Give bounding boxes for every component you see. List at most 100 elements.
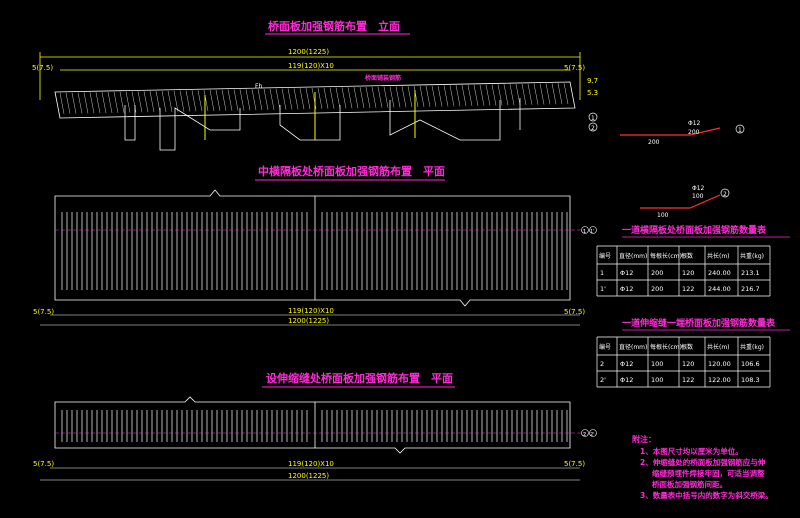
note-item-1: 1、本图尺寸均以厘米为单位。 [640,446,743,456]
hatch-line [437,85,443,107]
table-cell: Φ12 [620,376,633,384]
rebar-2-spec-length: 100 [692,193,704,200]
hatch-line [359,87,365,109]
table-header-cell: 编号 [599,252,611,260]
notes-block: 附注： 1、本图尺寸均以厘米为单位。 2、伸缩缝处的桥面板加强钢筋应与伸 缩缝预… [632,434,773,500]
hatch-line [521,83,527,105]
table-cell: 1 [600,269,604,277]
hatch-line [533,83,539,105]
hatch-line [503,84,509,106]
hatch-line [275,88,281,110]
hatch-line [491,84,497,106]
hatch-line [287,88,293,110]
table-header-cell: 共长(m) [707,343,730,351]
table-cell: 100 [651,376,663,384]
hatch-line [137,91,143,113]
table-header-cell: 共重(kg) [740,252,764,260]
hatch-line [305,88,311,110]
deck-hatch [59,83,569,114]
rebar-2-mark [720,188,730,198]
joint-plan-title: 设伸缩缝处桥面板加强钢筋布置 平面 [266,371,453,385]
table-cell: 213.1 [741,269,760,277]
hatch-line [335,87,341,109]
hatch-line [179,90,185,112]
note-item-2: 2、伸缩缝处的桥面板加强钢筋应与伸 [640,457,766,467]
hatch-line [251,89,257,111]
quantity-table-2: 一道伸缩缝一端桥面板加强钢筋数量表 编号直径(mm)每根长(cm)根数共长(m)… [596,317,790,388]
hatch-line [431,85,437,107]
hatch-line [461,85,467,107]
table-cell: 244.00 [708,285,731,293]
hatch-line [371,86,377,108]
joint-plan-mark-2-label: 2 [583,432,586,438]
table-1-title: 一道横隔板处桥面板加强钢筋数量表 [622,224,767,236]
dim-edge-left: 5(7.5) [32,64,53,72]
elevation-mark-2 [588,122,598,132]
rebar-detail-2: 100 Φ12 100 2 [640,185,730,219]
hatch-line [185,90,191,112]
hatch-line [425,85,431,107]
hatch-line [353,87,359,109]
hatch-line [473,84,479,106]
table-cell: 106.6 [741,360,760,368]
joint-plan-mark-2 [581,429,589,437]
hatch-line [467,84,473,107]
hatch-line [197,90,203,112]
hatch-line [65,92,71,114]
hatch-line [77,92,83,114]
table-cell: 108.3 [741,376,760,384]
table-cell: Φ12 [620,285,633,293]
mid-plan-title: 中横隔板处桥面板加强钢筋布置 平面 [258,164,445,178]
joint-plan-view: 2 2' 5(7.5) 5(7.5) 119(120)X10 1200(1225… [33,396,597,481]
mid-plan-mark-1 [581,226,589,234]
hatch-line [383,86,389,108]
hatch-line [347,87,353,109]
table-cell: 122.00 [708,376,731,384]
hatch-line [245,89,251,111]
table-header-cell: 直径(mm) [619,343,647,351]
hatch-line [479,84,485,106]
table-cell: 122 [682,285,694,293]
elevation-mark-2-label: 2 [591,125,595,132]
hatch-line [155,91,161,113]
hatch-line [101,92,107,114]
hatch-line [119,91,125,113]
hatch-line [143,91,149,113]
hatch-line [83,92,89,114]
side-dim-a: 9.7 [587,77,598,85]
mid-plan-mark-1p [589,226,597,234]
joint-plan-outline [54,396,571,454]
hatch-line [209,89,215,112]
quantity-table-1: 一道横隔板处桥面板加强钢筋数量表 编号直径(mm)每根长(cm)根数共长(m)共… [596,224,790,297]
hatch-line [173,90,179,112]
table-cell: 120 [682,360,694,368]
hatch-line [497,84,503,106]
hatch-line [125,91,131,113]
table-header-cell: 编号 [599,343,611,351]
table-cell: Φ12 [620,360,633,368]
table-cell: 240.00 [708,269,731,277]
elevation-title: 桥面板加强钢筋布置 立面 [268,19,400,33]
mid-plan-total: 1200(1225) [288,317,329,325]
hatch-line [221,89,227,111]
mid-plan-view: 1 1' 5(7.5) 5(7.5) 119(120)X10 1200(1225… [33,189,597,326]
joint-plan-spacing: 119(120)X10 [288,460,334,468]
mid-plan-mark-1p-label: 1' [590,229,595,235]
notes-title: 附注： [632,434,656,444]
rebar-2-spec: Φ12 [692,185,705,192]
rebar-1-mark-label: 1 [738,127,742,134]
joint-plan-bars [61,410,568,442]
hatch-line [59,92,65,114]
hatch-line [239,89,245,111]
hatch-line [299,88,305,110]
hatch-line [167,90,173,112]
table-cell: 200 [651,269,663,277]
rebar-1-spec: Φ12 [688,120,701,127]
hatch-line [281,88,287,110]
joint-plan-total: 1200(1225) [288,472,329,480]
mid-plan-spacing: 119(120)X10 [288,307,334,315]
hatch-line [227,89,233,111]
hatch-line [149,91,155,113]
rebar-2-mark-label: 2 [723,191,727,198]
